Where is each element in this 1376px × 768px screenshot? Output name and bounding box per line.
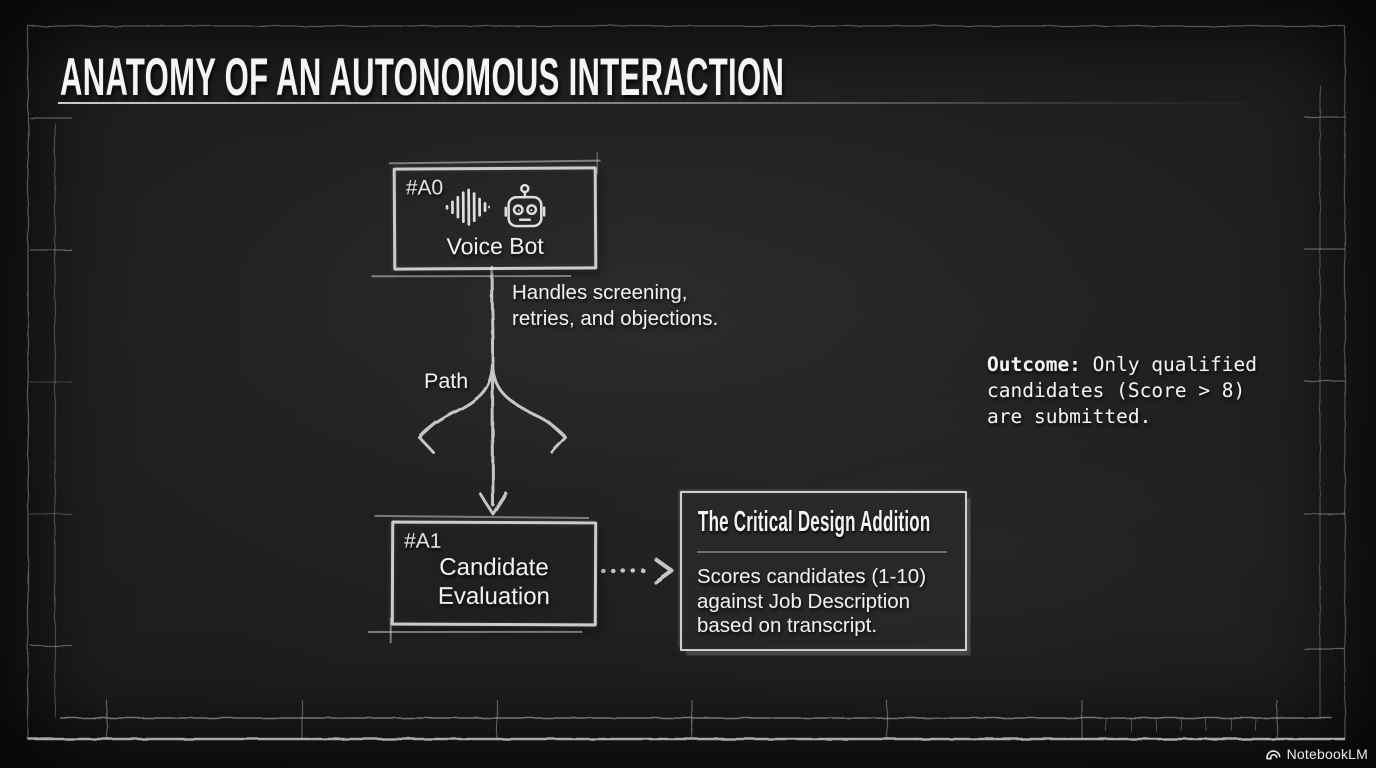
dotted-connector-arrowhead xyxy=(654,557,674,585)
chalk-stroke xyxy=(367,630,583,633)
voice-bot-node: #A0 xyxy=(371,152,601,277)
voice-bot-note: Handles screening, retries, and objectio… xyxy=(512,280,718,331)
waveform-icon xyxy=(445,188,490,226)
page-title: ANATOMY OF AN AUTONOMOUS INTERACTION xyxy=(60,46,785,106)
note-line: retries, and objections. xyxy=(512,306,719,330)
critical-design-callout: The Critical Design Addition Scores cand… xyxy=(680,491,967,651)
chalk-stroke xyxy=(388,159,601,164)
branch-left-arrowhead xyxy=(418,421,438,454)
chalk-stroke xyxy=(596,152,598,175)
outcome-label: Outcome: xyxy=(987,353,1081,376)
callout-body-line: based on transcript. xyxy=(697,614,878,637)
title-underline xyxy=(58,102,1310,104)
robot-icon xyxy=(503,183,545,228)
outcome-line: Outcome: Only qualified xyxy=(987,352,1257,378)
candidate-label-line: Candidate xyxy=(439,553,549,582)
notebooklm-icon xyxy=(1265,749,1281,760)
outcome-line: are submitted. xyxy=(987,405,1152,428)
node-tag: #A1 xyxy=(404,529,442,553)
outcome-text: Outcome: Only qualified candidates (Score… xyxy=(987,352,1257,430)
branch-right-line xyxy=(491,361,566,438)
candidate-evaluation-label: Candidate Evaluation xyxy=(394,553,594,612)
path-label: Path xyxy=(424,369,469,393)
chalk-stroke xyxy=(371,274,572,277)
voice-bot-icons xyxy=(396,182,594,231)
outcome-line-rest: Only qualified xyxy=(1092,353,1257,376)
branch-right-arrowhead xyxy=(547,421,567,454)
callout-body-line: against Job Description xyxy=(697,589,911,613)
main-arrowhead xyxy=(478,492,508,516)
callout-divider xyxy=(697,551,947,553)
note-line: Handles screening, xyxy=(512,281,688,304)
voice-bot-label: Voice Bot xyxy=(446,232,544,260)
notebooklm-label: NotebookLM xyxy=(1286,746,1368,762)
callout-body-line: Scores candidates (1-10) xyxy=(697,565,927,588)
main-arrow-line xyxy=(490,266,495,507)
candidate-label-line: Evaluation xyxy=(437,582,550,611)
chalk-stroke xyxy=(374,514,590,519)
candidate-evaluation-node: #A1 Candidate Evaluation xyxy=(367,514,598,644)
callout-body: Scores candidates (1-10) against Job Des… xyxy=(697,565,926,639)
notebooklm-branding: NotebookLM xyxy=(1265,746,1368,762)
callout-title: The Critical Design Addition xyxy=(698,505,931,538)
outcome-line: candidates (Score > 8) xyxy=(987,379,1246,402)
